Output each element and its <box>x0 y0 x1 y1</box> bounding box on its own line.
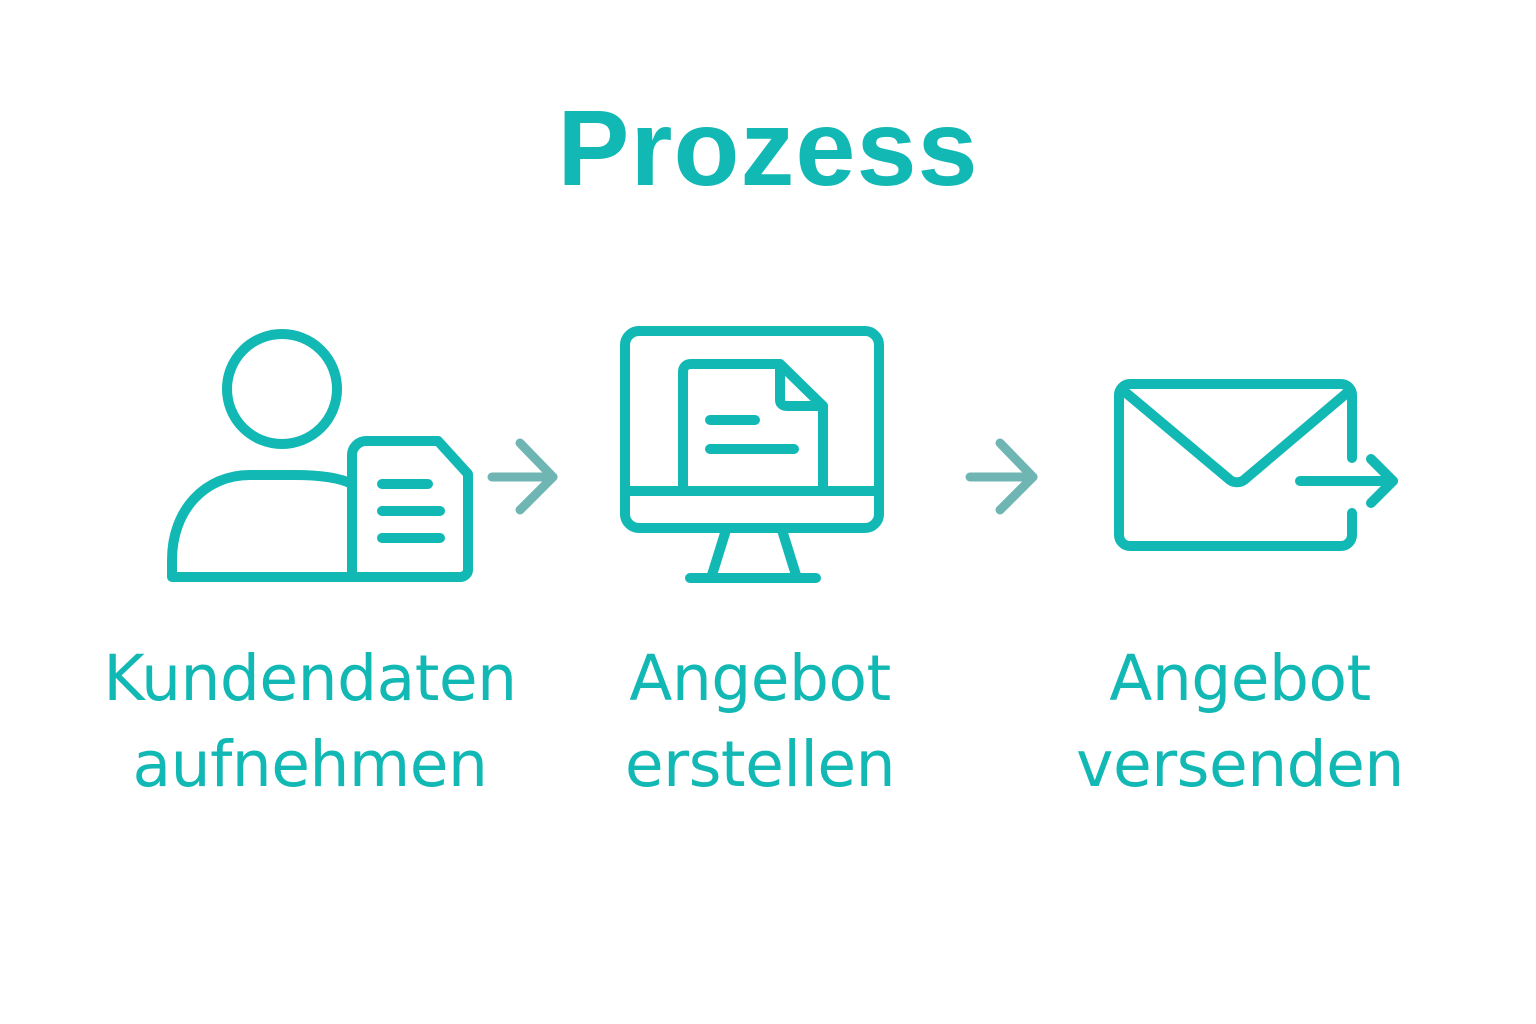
monitor-with-document-icon <box>620 326 884 583</box>
arrow-right-icon <box>487 438 558 515</box>
step-label-angebot-versenden: Angebot versenden <box>1076 642 1404 801</box>
step-label-angebot-erstellen: Angebot erstellen <box>624 642 896 801</box>
arrow-right-icon <box>965 438 1038 515</box>
envelope-send-icon <box>1114 379 1398 551</box>
step-label-kundendaten-aufnehmen: Kundendaten aufnehmen <box>103 642 517 801</box>
user-with-document-icon <box>167 329 473 582</box>
diagram-title: Prozess <box>557 87 979 208</box>
